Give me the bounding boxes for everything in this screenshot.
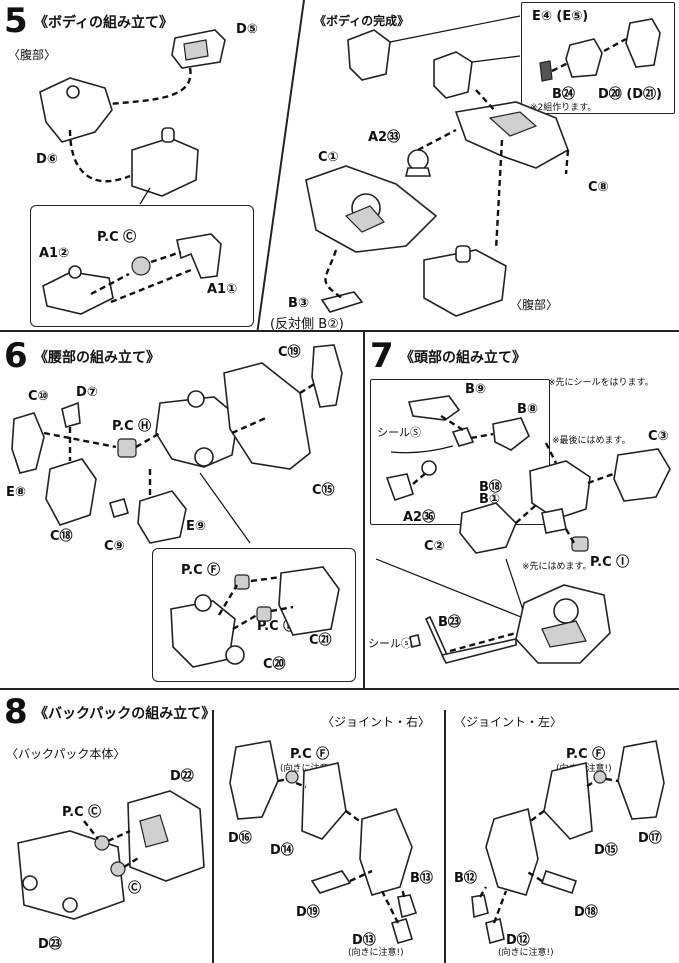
part-label-e9: E⑨ xyxy=(186,519,206,534)
section-divider xyxy=(0,688,679,690)
part-label-d7: D⑦ xyxy=(76,385,98,400)
part-label-c8: C⑧ xyxy=(588,180,609,195)
step-5-illustration xyxy=(39,29,226,205)
part-label-d13: D⑬ xyxy=(352,933,376,948)
part-label-c2: C② xyxy=(424,539,445,554)
section-divider xyxy=(444,710,446,963)
step-7-panel: 7 《頭部の組み立て》 ※先にシールをはります。 B⑨ B⑧ シールⓈ B⑱ B… xyxy=(366,333,679,687)
caution-left-2: (向きに注意!) xyxy=(498,948,554,958)
part-label-d23: D㉓ xyxy=(38,937,62,952)
step-title: 《頭部の組み立て》 xyxy=(400,350,526,366)
part-label-a1-2: A1② xyxy=(39,246,70,261)
part-label-e4: E④ (E⑤) xyxy=(532,9,589,24)
part-label-c1: C① xyxy=(318,150,339,165)
part-label-b12: B⑫ xyxy=(454,871,477,886)
part-label-d16: D⑯ xyxy=(228,831,252,846)
step-8-panel: 8 《バックパックの組み立て》 〈バックパック本体〉 〈ジョイント・右〉 〈ジョ… xyxy=(0,691,679,963)
part-label-c21: C㉑ xyxy=(309,633,332,648)
step-number: 8 xyxy=(4,692,28,732)
part-label-pc-i: P.C Ⓘ xyxy=(590,555,630,570)
part-label-d15: D⑮ xyxy=(594,843,618,858)
part-label-b9: B⑨ xyxy=(465,382,486,397)
part-label-d5: D⑤ xyxy=(236,22,258,37)
inset-illustration xyxy=(385,395,530,502)
hip-sublabel: 〈腹部〉 xyxy=(510,298,559,312)
part-label-d20: D⑳ (D㉑) xyxy=(598,87,662,102)
part-label-a2-33: A2㉝ xyxy=(368,130,401,145)
step-number: 7 xyxy=(370,336,394,376)
part-label-c10: C⑩ xyxy=(28,389,49,404)
part-label-c19: C⑲ xyxy=(278,345,301,360)
step-title: 《バックパックの組み立て》 xyxy=(34,706,216,722)
part-label-pc-f1: P.C Ⓕ xyxy=(181,563,221,578)
caution-right-2: (向きに注意!) xyxy=(348,948,404,958)
section-title: 《ボディの完成》 xyxy=(314,14,410,28)
part-label-pc-f-right: P.C Ⓕ xyxy=(290,747,330,762)
section-divider xyxy=(212,710,214,963)
eye-part-illustration xyxy=(539,18,661,82)
joint-right-sublabel: 〈ジョイント・右〉 xyxy=(322,715,431,729)
part-label-c15: C⑮ xyxy=(312,483,335,498)
step-6-panel: 6 《腰部の組み立て》 C⑲ C⑩ D⑦ P.C Ⓗ E⑧ C⑮ C⑱ C⑨ E… xyxy=(0,333,362,687)
part-label-b24: B㉔ xyxy=(552,87,575,102)
part-label-a2-36: A2㊱ xyxy=(403,510,436,525)
part-label-c20: C⑳ xyxy=(263,657,286,672)
part-label-pc-h: P.C Ⓗ xyxy=(112,419,152,434)
part-label-seal-shi: シールⓈ xyxy=(377,426,421,439)
part-label-b13: B⑬ xyxy=(410,871,433,886)
part-label-c18: C⑱ xyxy=(50,529,73,544)
inset-illustration xyxy=(42,233,222,315)
joint-left-illustration xyxy=(471,740,665,945)
part-label-pc-f2: P.C Ⓕ xyxy=(257,619,297,634)
body-complete-illustration xyxy=(305,15,570,317)
caution-right: (向きに注意!) xyxy=(280,764,336,774)
backpack-main-illustration xyxy=(17,790,205,920)
step-5-detail-inset: P.C Ⓒ A1② A1① xyxy=(30,205,254,327)
joint-right-illustration xyxy=(229,740,418,944)
note-two-sets: ※2組作ります。 xyxy=(530,103,597,113)
part-label-d12: D⑫ xyxy=(506,933,530,948)
eye-part-inset: E④ (E⑤) B㉔ D⑳ (D㉑) ※2組作ります。 xyxy=(521,2,675,114)
step-number: 6 xyxy=(4,336,28,376)
part-label-pc-c: P.C Ⓒ xyxy=(97,230,137,245)
body-complete-panel: 《ボディの完成》 E④ (E⑤) B㉔ D⑳ (D㉑) ※2組作ります。 A2㉝… xyxy=(270,0,679,332)
head-detail-inset: B⑨ B⑧ シールⓈ B⑱ B① A2㊱ xyxy=(370,379,550,525)
joint-left-sublabel: 〈ジョイント・左〉 xyxy=(454,715,563,729)
step-7-illustration xyxy=(375,442,671,664)
part-label-b3-opposite: (反対側 B②) xyxy=(270,317,344,332)
part-label-pc-c1: P.C Ⓒ xyxy=(62,805,102,820)
section-divider xyxy=(0,330,679,332)
part-label-d17: D⑰ xyxy=(638,831,662,846)
hip-sublabel: 〈腹部〉 xyxy=(8,48,57,62)
part-label-b23: B㉓ xyxy=(438,615,461,630)
part-label-d18: D⑱ xyxy=(574,905,598,920)
part-label-b3: B③ xyxy=(288,296,309,311)
part-label-d14: D⑭ xyxy=(270,843,294,858)
step-6-illustration xyxy=(11,344,343,544)
note-seal-first: ※先にシールをはります。 xyxy=(548,378,654,388)
section-divider xyxy=(363,330,365,688)
part-label-c9: C⑨ xyxy=(104,539,125,554)
step-5-panel: 5 《ボディの組み立て》 〈腹部〉 D⑤ D⑥ P.C Ⓒ A1② A1① xyxy=(0,0,300,330)
part-label-seal-sa: シールⓢ xyxy=(368,637,412,650)
part-label-c3: C③ xyxy=(648,429,669,444)
part-label-e8: E⑧ xyxy=(6,485,26,500)
part-label-b18: B⑱ xyxy=(479,480,502,495)
note-last: ※最後にはめます。 xyxy=(552,436,631,446)
note-first: ※先にはめます。 xyxy=(522,562,592,572)
inset-illustration xyxy=(170,566,340,668)
part-label-d6: D⑥ xyxy=(36,152,58,167)
step-title: 《ボディの組み立て》 xyxy=(34,15,174,31)
part-label-d22: D㉒ xyxy=(170,769,194,784)
part-label-b8: B⑧ xyxy=(517,402,538,417)
step-number: 5 xyxy=(4,1,28,41)
step-6-detail-inset: P.C Ⓕ P.C Ⓕ C㉑ C⑳ xyxy=(152,548,356,682)
part-label-pc-f-left: P.C Ⓕ xyxy=(566,747,606,762)
backpack-main-sublabel: 〈バックパック本体〉 xyxy=(6,747,126,761)
part-label-d19: D⑲ xyxy=(296,905,320,920)
step-title: 《腰部の組み立て》 xyxy=(34,350,160,366)
part-label-a1-1: A1① xyxy=(207,282,238,297)
